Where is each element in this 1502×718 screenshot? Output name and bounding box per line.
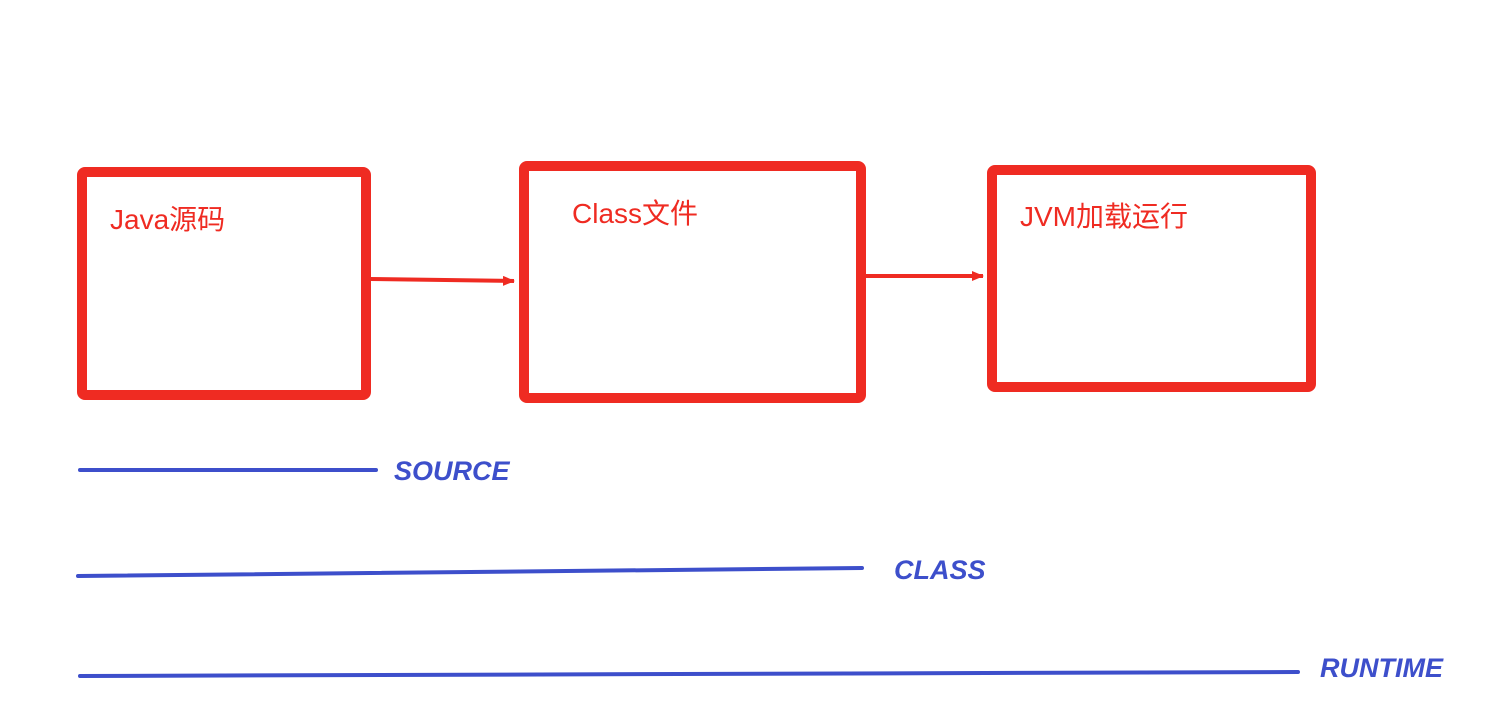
class-file-label: Class文件 <box>572 198 699 229</box>
java-source-label: Java源码 <box>110 204 226 235</box>
java-source-box <box>77 167 371 400</box>
jvm-runtime-label: JVM加载运行 <box>1020 201 1189 232</box>
runtime-retention-line <box>78 670 1300 678</box>
source-retention-label: SOURCE <box>394 456 510 486</box>
arrow-source-to-class <box>369 275 515 286</box>
class-retention-line <box>76 566 864 578</box>
class-file-box <box>519 161 866 403</box>
runtime-retention-label: RUNTIME <box>1320 653 1443 683</box>
class-retention-label: CLASS <box>894 555 986 585</box>
jvm-runtime-box <box>987 165 1316 392</box>
